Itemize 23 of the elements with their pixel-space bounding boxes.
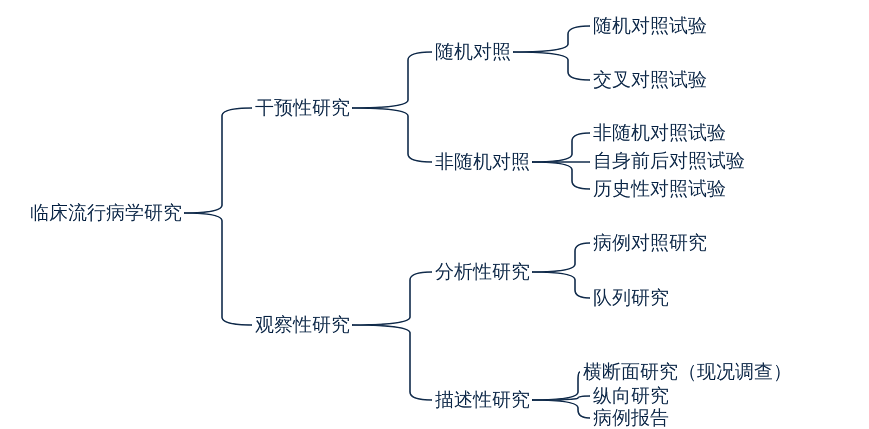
category-label: 分析性研究 (435, 261, 530, 283)
category-label: 观察性研究 (255, 314, 350, 336)
category-label: 非随机对照 (435, 151, 530, 173)
category-label: 横断面研究（现况调查） (583, 361, 792, 383)
category-label: 随机对照试验 (593, 15, 707, 37)
category-label: 病例报告 (593, 407, 669, 429)
category-label: 干预性研究 (255, 97, 350, 119)
category-label: 随机对照 (435, 41, 511, 63)
brace-line (352, 324, 432, 401)
brace-line (513, 51, 590, 81)
category-label: 描述性研究 (435, 389, 530, 411)
category-label: 历史性对照试验 (593, 178, 726, 200)
category-label: 临床流行病学研究 (30, 202, 182, 224)
category-label: 队列研究 (593, 287, 669, 309)
category-label: 病例对照研究 (593, 232, 707, 254)
category-label: 交叉对照试验 (593, 69, 707, 91)
brace-line (184, 212, 252, 326)
category-label: 纵向研究 (593, 385, 669, 407)
brace-line (532, 399, 590, 419)
category-label: 自身前后对照试验 (593, 150, 745, 172)
brace-line (352, 107, 432, 163)
category-label: 非随机对照试验 (593, 122, 726, 144)
brace-line (532, 161, 590, 190)
